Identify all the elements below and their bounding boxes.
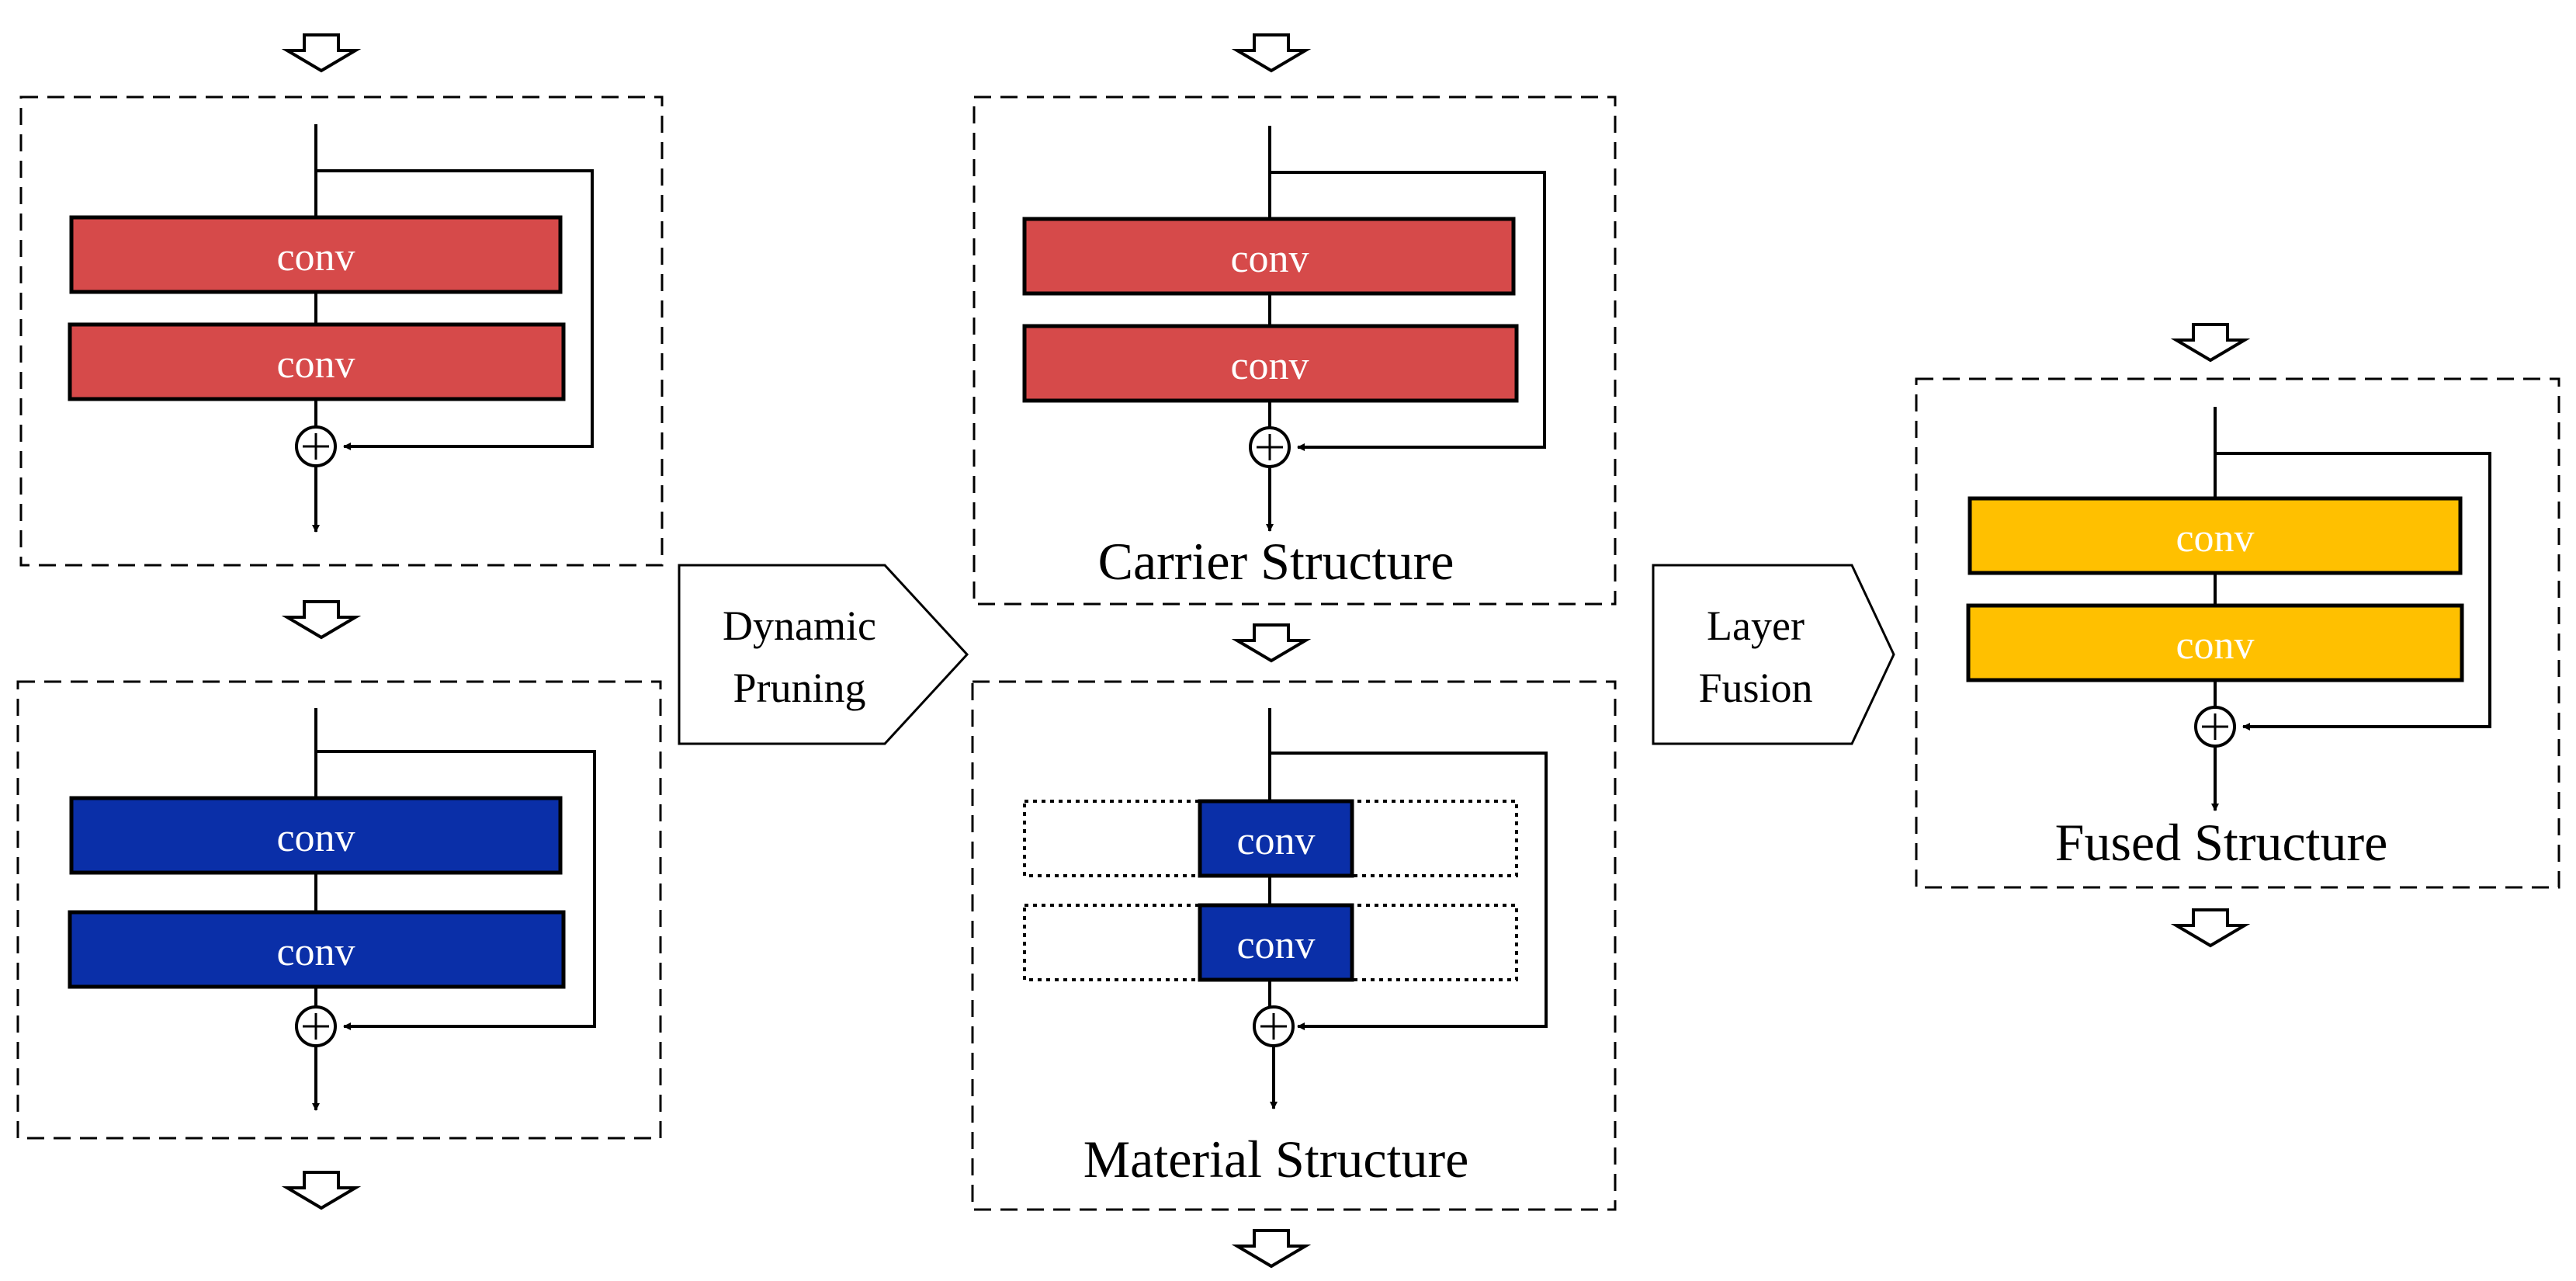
conv-block-red [68,322,566,401]
conv-label: conv [2176,516,2254,561]
block-frame [973,95,1617,606]
block-frame [971,680,1617,1211]
conv-label: conv [276,342,355,387]
structure-caption: Material Structure [1083,1130,1469,1189]
arrow-label-line1: Dynamic [723,602,876,649]
flow-arrow-icon [1231,623,1312,663]
conv-block-yellow [1966,603,2464,682]
arrow-label-line2: Pruning [733,665,865,711]
block-left-bottom: conv conv [16,680,662,1140]
conv-block-blue-pruned [1198,903,1354,982]
block-frame [19,95,664,567]
block-carrier-structure: conv conv Carrier Structure [973,95,1617,606]
skip-connection-line [2215,452,2491,731]
conv-block-red [69,215,563,294]
conv-block-blue-pruned [1198,799,1354,878]
conv-label: conv [2176,623,2254,668]
pentagon-arrow-shape [678,564,969,745]
skip-connection-line [316,750,596,1030]
conv-label: conv [1230,237,1309,281]
skip-connection-line [316,169,594,450]
skip-connection-line [1270,171,1546,451]
skip-connection-line [1270,752,1548,1030]
conv-label: conv [1236,819,1315,863]
flow-arrow-icon [1231,33,1312,73]
conv-block-blue [69,796,563,875]
structure-caption: Carrier Structure [1098,532,1454,591]
conv-label: conv [276,235,355,279]
block-left-top: conv conv [19,95,664,567]
conv-label: conv [1230,344,1309,388]
arrow-label-line2: Fusion [1698,665,1812,711]
conv-block-yellow [1968,496,2463,575]
conv-label: conv [276,930,355,974]
flow-arrow-icon [281,1171,362,1210]
flow-arrow-icon [1231,1229,1312,1269]
conv-block-blue [68,910,566,989]
pentagon-arrow-shape [1652,564,1895,745]
conv-block-red [1022,324,1519,403]
conv-block-red [1022,217,1516,296]
dynamic-pruning-arrow: Dynamic Pruning [678,564,969,745]
arrow-label-line1: Layer [1707,602,1805,649]
block-frame [16,680,662,1140]
flow-arrow-icon [281,600,362,640]
block-material-structure: conv conv Material Structure [971,680,1617,1211]
block-fused-structure: conv conv Fused Structure [1915,377,2560,889]
flow-arrow-icon [281,33,362,73]
flow-arrow-icon [2170,908,2251,948]
block-frame [1915,377,2560,889]
conv-label: conv [276,816,355,860]
layer-fusion-arrow: Layer Fusion [1652,564,1895,745]
conv-label: conv [1236,923,1315,967]
structure-caption: Fused Structure [2055,813,2388,872]
flow-arrow-icon [2170,323,2251,363]
